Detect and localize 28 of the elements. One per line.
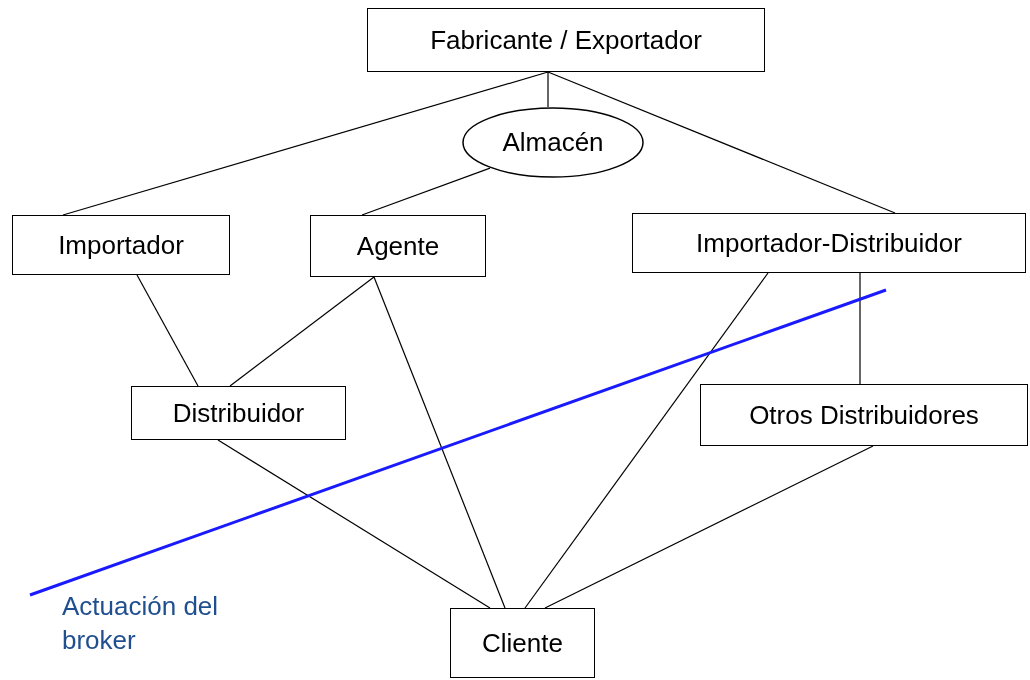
annotation-text: Actuación del broker [62,590,220,657]
entity-box [12,215,230,275]
connector-line [217,439,491,609]
node-label: Cliente [482,627,563,659]
connector-line [229,276,375,387]
connector-line [859,272,861,385]
connector-line [524,272,769,609]
node-label: Almacén [502,127,604,158]
connector-line [547,71,896,214]
connector-line [544,445,874,609]
node-label: Importador [58,229,184,261]
node-label: Importador-Distribuidor [696,227,962,259]
node-label: Agente [356,230,440,262]
connector-line [373,276,506,609]
connector-line [62,71,549,216]
entity-box [450,608,595,678]
node-label: Otros Distribuidores [749,399,979,431]
entity-box [310,215,486,277]
entity-box [700,384,1028,446]
connector-line [547,71,549,108]
connector-line [361,167,491,216]
entity-box [131,386,346,440]
entity-box [632,213,1026,273]
storage-ellipse [462,107,644,178]
entity-box [367,8,765,72]
connector-line [136,274,199,387]
node-label: Distribuidor [172,397,305,429]
node-label: Fabricante / Exportador [430,24,702,56]
